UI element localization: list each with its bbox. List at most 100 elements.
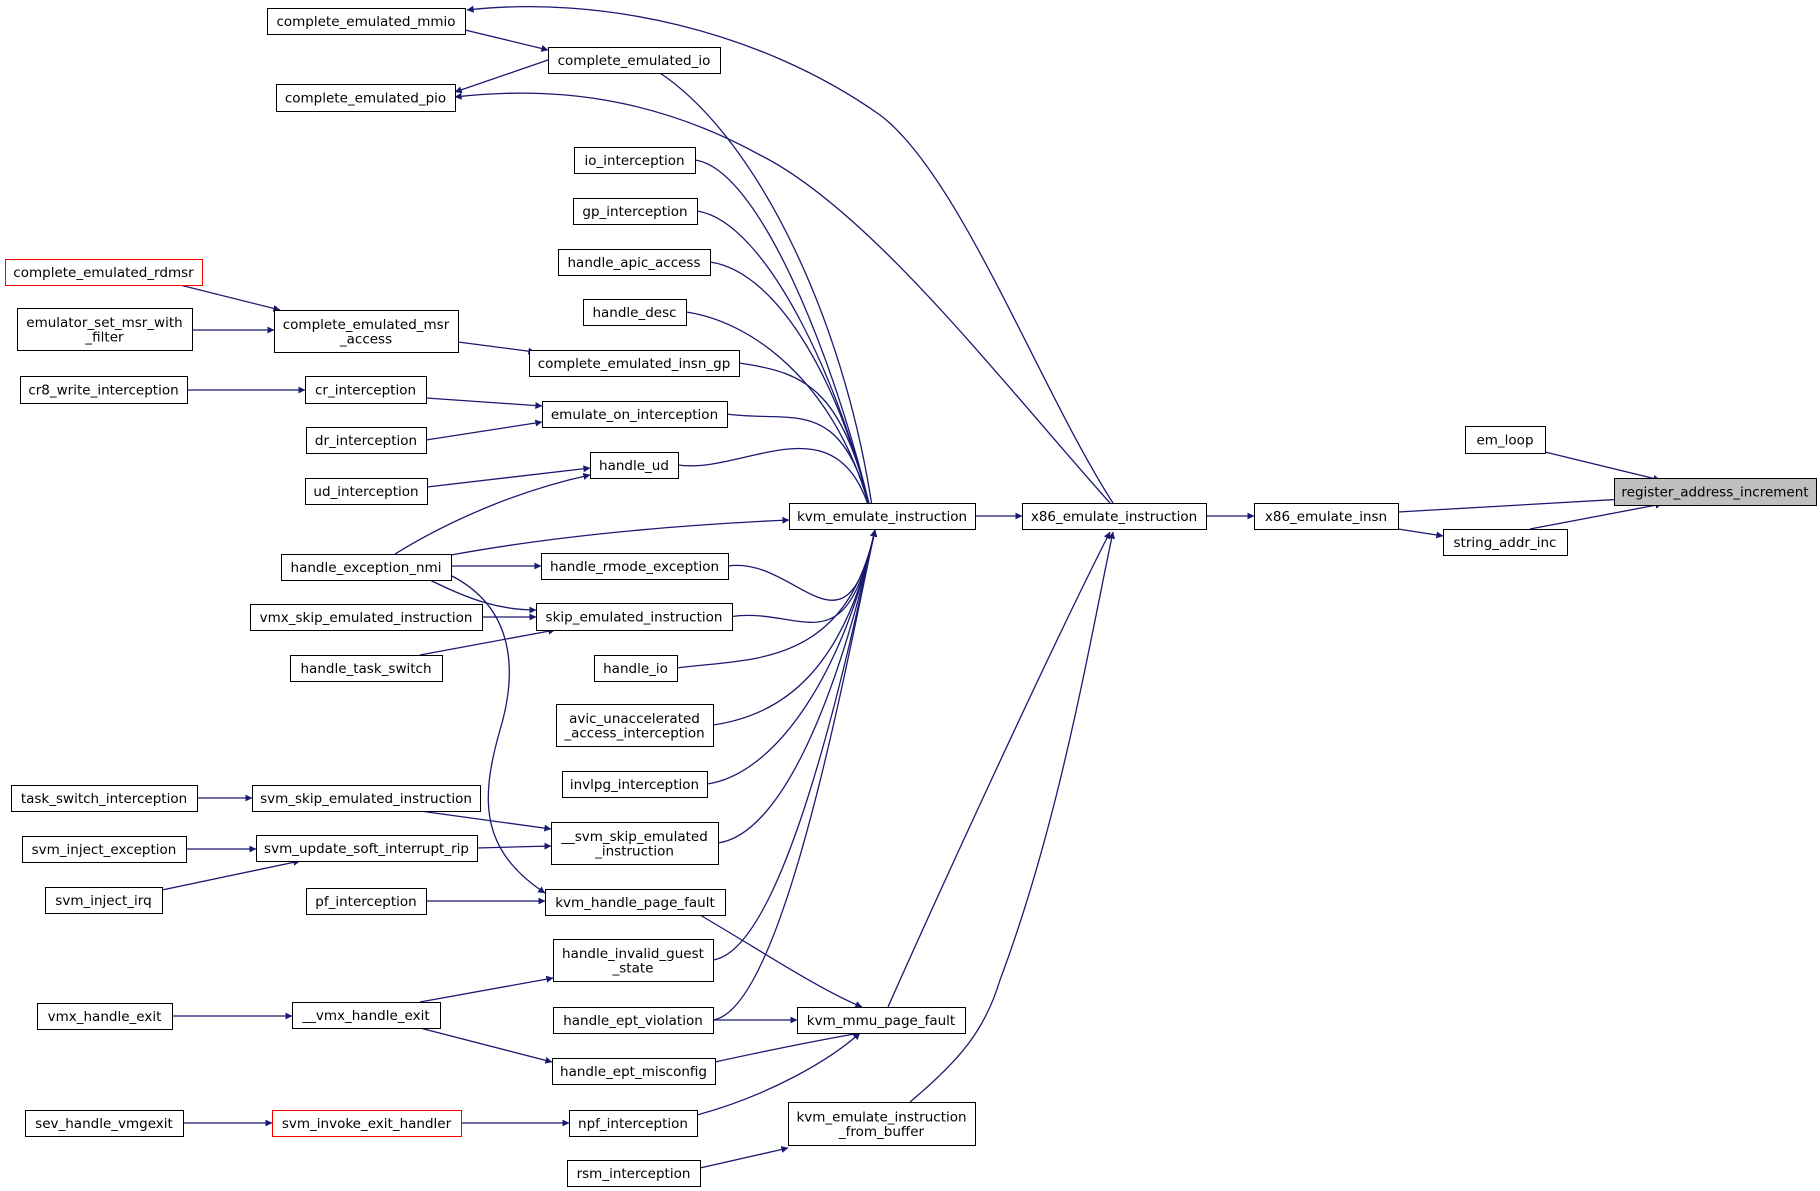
- node-box: [256, 835, 478, 862]
- node-sev_handle_vmgexit[interactable]: sev_handle_vmgexit: [25, 1110, 184, 1137]
- node-complete_emulated_mmio[interactable]: complete_emulated_mmio: [267, 8, 466, 35]
- edge-svm_skip_emulated_instruction-to-__svm_skip_emulated_instruction: [419, 810, 552, 832]
- node-box: [556, 704, 714, 747]
- node-register_address_increment[interactable]: register_address_increment: [1614, 478, 1817, 506]
- node-handle_exception_nmi[interactable]: handle_exception_nmi: [281, 554, 452, 581]
- node-box: [5, 259, 203, 286]
- node-skip_emulated_instruction[interactable]: skip_emulated_instruction: [536, 603, 733, 631]
- edge-io_interception-to-kvm_emulate_instruction: [694, 159, 878, 531]
- node-svm_update_soft_interrupt_rip[interactable]: svm_update_soft_interrupt_rip: [256, 835, 478, 862]
- node-label: em_loop: [1476, 433, 1533, 449]
- node-handle_task_switch[interactable]: handle_task_switch: [290, 655, 443, 682]
- node-handle_invalid_guest_state[interactable]: handle_invalid_guest_state: [553, 939, 714, 982]
- node-label: complete_emulated_mmio: [276, 14, 455, 30]
- node-vmx_skip_emulated_instruction[interactable]: vmx_skip_emulated_instruction: [250, 604, 483, 631]
- node-cr8_write_interception[interactable]: cr8_write_interception: [20, 376, 188, 404]
- node-invlpg_interception[interactable]: invlpg_interception: [562, 771, 708, 798]
- node-box: [583, 299, 687, 326]
- node-kvm_mmu_page_fault[interactable]: kvm_mmu_page_fault: [797, 1007, 966, 1034]
- node-box: [37, 1003, 173, 1030]
- node-box: [552, 1058, 716, 1085]
- node-ud_interception[interactable]: ud_interception: [305, 478, 428, 505]
- node-gp_interception[interactable]: gp_interception: [573, 198, 698, 225]
- edge-x86_emulate_instruction-to-complete_emulated_mmio: [466, 5, 1114, 504]
- node-complete_emulated_rdmsr[interactable]: complete_emulated_rdmsr: [5, 259, 203, 286]
- node-handle_desc[interactable]: handle_desc: [583, 299, 687, 326]
- node-kvm_emulate_instruction_from_buffer[interactable]: kvm_emulate_instruction_from_buffer: [788, 1102, 976, 1146]
- node-task_switch_interception[interactable]: task_switch_interception: [11, 785, 198, 812]
- node-label: x86_emulate_instruction: [1031, 509, 1197, 525]
- node-complete_emulated_pio[interactable]: complete_emulated_pio: [276, 84, 456, 112]
- node-box: [574, 147, 696, 174]
- node-label: handle_desc: [592, 305, 676, 321]
- node-box: [305, 376, 427, 404]
- node-__vmx_handle_exit[interactable]: __vmx_handle_exit: [292, 1002, 441, 1029]
- node-box: [1614, 478, 1817, 506]
- node-label: complete_emulated_msr: [283, 317, 450, 333]
- node-dr_interception[interactable]: dr_interception: [306, 427, 427, 454]
- node-handle_ept_violation[interactable]: handle_ept_violation: [553, 1007, 714, 1034]
- node-box: [306, 427, 427, 454]
- node-label: gp_interception: [582, 204, 687, 220]
- node-vmx_handle_exit[interactable]: vmx_handle_exit: [37, 1003, 173, 1030]
- node-box: [553, 1007, 714, 1034]
- node-box: [797, 1007, 966, 1034]
- node-handle_ud[interactable]: handle_ud: [590, 452, 679, 479]
- node-kvm_emulate_instruction[interactable]: kvm_emulate_instruction: [789, 503, 976, 530]
- node-label: kvm_emulate_instruction: [797, 509, 967, 525]
- node-emulate_on_interception[interactable]: emulate_on_interception: [542, 401, 728, 428]
- node-npf_interception[interactable]: npf_interception: [569, 1110, 698, 1137]
- edge-kvm_emulate_instruction_from_buffer-to-x86_emulate_instruction: [909, 531, 1116, 1103]
- node-pf_interception[interactable]: pf_interception: [306, 888, 427, 915]
- node-box: [569, 1110, 698, 1137]
- node-cr_interception[interactable]: cr_interception: [305, 376, 427, 404]
- node-x86_emulate_insn[interactable]: x86_emulate_insn: [1254, 503, 1399, 530]
- edge-handle_exception_nmi-to-handle_ud: [394, 472, 591, 555]
- edge-handle_exception_nmi-to-kvm_emulate_instruction: [450, 516, 790, 556]
- node-string_addr_inc[interactable]: string_addr_inc: [1443, 529, 1568, 556]
- node-label: kvm_handle_page_fault: [555, 895, 715, 911]
- node-__svm_skip_emulated_instruction[interactable]: __svm_skip_emulated_instruction: [551, 822, 719, 865]
- edge-complete_emulated_io-to-complete_emulated_pio: [454, 59, 549, 94]
- node-label: handle_rmode_exception: [550, 559, 719, 575]
- node-avic_unaccelerated_access_interception[interactable]: avic_unaccelerated_access_interception: [556, 704, 714, 747]
- node-label: _instruction: [594, 843, 674, 859]
- node-box: [590, 452, 679, 479]
- node-rsm_interception[interactable]: rsm_interception: [567, 1160, 701, 1187]
- node-complete_emulated_msr_access[interactable]: complete_emulated_msr_access: [274, 310, 459, 353]
- node-box: [529, 350, 740, 377]
- node-handle_io[interactable]: handle_io: [594, 655, 678, 682]
- node-box: [1254, 503, 1399, 530]
- edge-npf_interception-to-kvm_mmu_page_fault: [696, 1032, 861, 1116]
- node-box: [305, 478, 428, 505]
- node-io_interception[interactable]: io_interception: [574, 147, 696, 174]
- node-box: [17, 308, 193, 351]
- node-label: vmx_handle_exit: [48, 1009, 162, 1025]
- node-label: _access: [339, 331, 392, 347]
- node-svm_inject_irq[interactable]: svm_inject_irq: [45, 887, 163, 914]
- node-complete_emulated_insn_gp[interactable]: complete_emulated_insn_gp: [529, 350, 740, 377]
- node-kvm_handle_page_fault[interactable]: kvm_handle_page_fault: [545, 889, 726, 916]
- edge-__vmx_handle_exit-to-handle_invalid_guest_state: [419, 975, 554, 1003]
- node-svm_inject_exception[interactable]: svm_inject_exception: [22, 836, 187, 863]
- edge-invlpg_interception-to-kvm_emulate_instruction: [706, 529, 878, 785]
- node-svm_skip_emulated_instruction[interactable]: svm_skip_emulated_instruction: [252, 785, 481, 812]
- node-handle_rmode_exception[interactable]: handle_rmode_exception: [541, 553, 729, 580]
- node-box: [25, 1110, 184, 1137]
- node-handle_ept_misconfig[interactable]: handle_ept_misconfig: [552, 1058, 716, 1085]
- node-svm_invoke_exit_handler[interactable]: svm_invoke_exit_handler: [272, 1110, 462, 1137]
- node-box: [788, 1102, 976, 1146]
- node-box: [536, 603, 733, 631]
- node-box: [290, 655, 443, 682]
- node-box: [1443, 529, 1568, 556]
- node-label: svm_skip_emulated_instruction: [260, 791, 472, 807]
- node-x86_emulate_instruction[interactable]: x86_emulate_instruction: [1022, 503, 1207, 530]
- node-emulator_set_msr_with_filter[interactable]: emulator_set_msr_with_filter: [17, 308, 193, 351]
- node-label: complete_emulated_rdmsr: [13, 265, 194, 281]
- edge-handle_rmode_exception-to-kvm_emulate_instruction: [727, 529, 878, 601]
- edges-layer: [161, 5, 1663, 1169]
- node-box: [306, 888, 427, 915]
- node-handle_apic_access[interactable]: handle_apic_access: [558, 249, 711, 276]
- node-complete_emulated_io[interactable]: complete_emulated_io: [548, 47, 721, 74]
- node-em_loop[interactable]: em_loop: [1465, 426, 1546, 454]
